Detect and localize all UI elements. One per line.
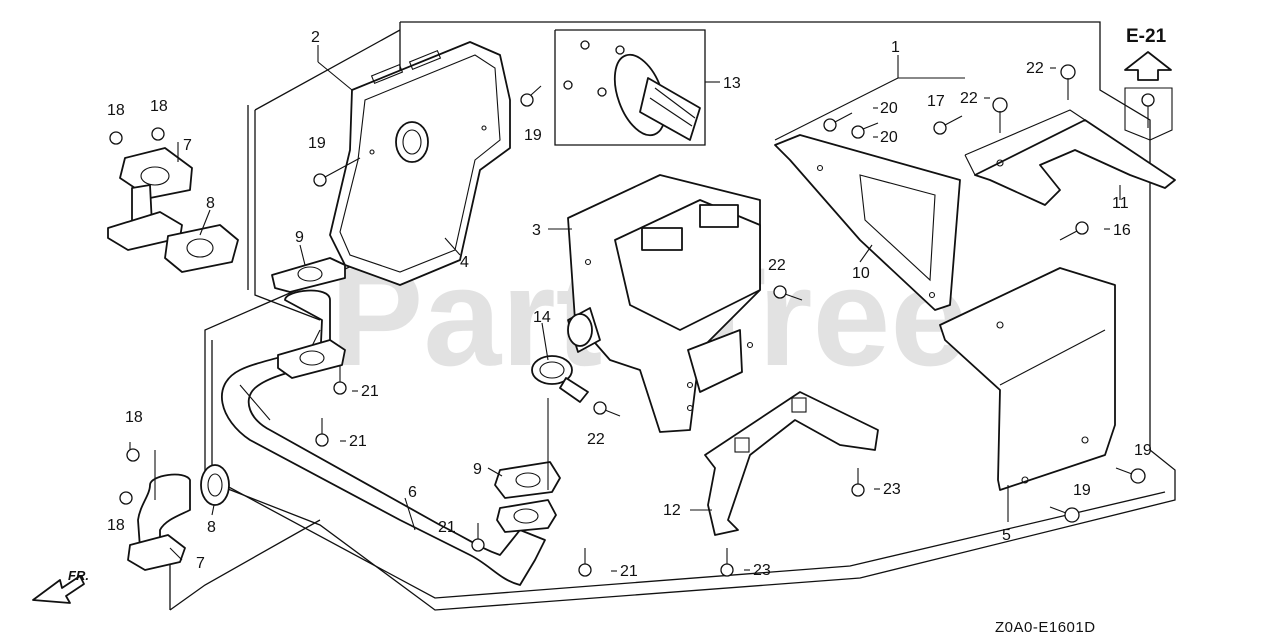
callout-22-c: 22	[768, 257, 786, 274]
callout-23-b: 23	[753, 562, 771, 579]
callout-21-b: 21	[349, 433, 367, 450]
gasket-9-mid	[277, 339, 346, 379]
callouts: 1 2 3 4 5 6 7 7 8 8 9 9 10 11 12 13 14 1…	[107, 29, 1152, 580]
callout-1: 1	[891, 39, 900, 56]
callout-23-a: 23	[883, 481, 901, 498]
callout-6: 6	[408, 484, 417, 501]
spark-arrester-part	[563, 40, 701, 141]
muffler-cover-part	[329, 41, 511, 286]
callout-21-a: 21	[361, 383, 379, 400]
muffler-body-part	[567, 174, 761, 433]
arrow-icon	[32, 575, 85, 604]
callout-18-c: 18	[125, 409, 143, 426]
lower-bracket-part	[704, 391, 879, 536]
gasket-8-lower	[200, 464, 230, 506]
bracket-plate-part	[774, 134, 961, 311]
clamp-part	[531, 355, 589, 403]
callout-18-d: 18	[107, 517, 125, 534]
callout-22-d: 22	[587, 431, 605, 448]
callout-9-lower: 9	[473, 461, 482, 478]
callout-3: 3	[532, 222, 541, 239]
callout-14: 14	[533, 309, 551, 326]
callout-8-lower: 8	[207, 519, 216, 536]
callout-7-lower: 7	[196, 555, 205, 572]
callout-19-b: 19	[524, 127, 542, 144]
callout-10: 10	[852, 265, 870, 282]
heat-shield-part	[939, 267, 1116, 491]
reference-e21: E-21	[1124, 26, 1173, 141]
callout-9-upper: 9	[295, 229, 304, 246]
front-label: FR.	[68, 568, 89, 583]
assembly-outline	[169, 21, 1176, 611]
diagram-code: Z0A0-E1601D	[995, 619, 1096, 636]
elbow-7-lower	[119, 448, 191, 571]
callout-5: 5	[1002, 527, 1011, 544]
callout-21-d: 21	[620, 563, 638, 580]
callout-12: 12	[663, 502, 681, 519]
callout-7-upper: 7	[183, 137, 192, 154]
callout-16: 16	[1113, 222, 1131, 239]
callout-19-c: 19	[1134, 442, 1152, 459]
stay-bracket-part	[964, 109, 1176, 206]
callout-21-c: 21	[438, 519, 456, 536]
gasket-9-lower	[494, 461, 561, 533]
callout-18-a: 18	[107, 102, 125, 119]
elbow-7-upper	[107, 127, 193, 251]
callout-4: 4	[460, 254, 469, 271]
bolts	[313, 64, 1146, 577]
leader-lines	[129, 45, 1121, 561]
callout-22-a: 22	[1026, 60, 1044, 77]
callout-22-b: 22	[960, 90, 978, 107]
callout-20-b: 20	[880, 129, 898, 146]
front-direction: FR.	[32, 568, 89, 604]
callout-8-upper: 8	[206, 195, 215, 212]
callout-dashes	[340, 67, 1110, 572]
callout-17: 17	[927, 93, 945, 110]
gasket-9-upper	[271, 257, 346, 293]
callout-13: 13	[723, 75, 741, 92]
callout-11: 11	[1112, 195, 1129, 212]
reference-label: E-21	[1126, 26, 1167, 47]
gasket-8-upper	[164, 224, 239, 273]
callout-18-b: 18	[150, 98, 168, 115]
callout-19-a: 19	[308, 135, 326, 152]
callout-2: 2	[311, 29, 320, 46]
callout-19-d: 19	[1073, 482, 1091, 499]
detail-box-13	[554, 29, 706, 146]
callout-20-a: 20	[880, 100, 898, 117]
